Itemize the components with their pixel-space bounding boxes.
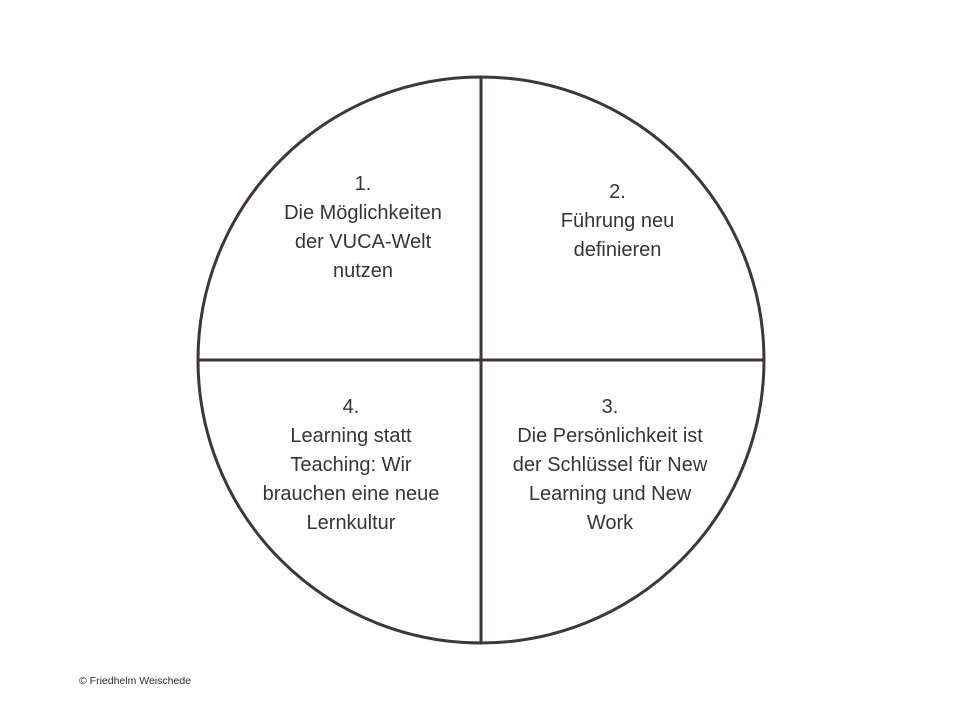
copyright-notice: © Friedhelm Weischede [79,675,192,687]
quadrant-2-number: 2. [609,181,626,203]
quadrant-1-number: 1. [354,173,372,195]
quadrant-2: 2. Führung neu definieren [530,178,705,265]
quadrant-4-number: 4. [342,396,360,418]
quadrant-3-label: Die Persönlichkeit ist der Schlüssel für… [512,425,708,534]
quadrant-3-number: 3. [601,396,619,418]
quadrant-1-label: Die Möglichkeiten der VUCA-Welt nutzen [284,202,442,282]
quadrant-3: 3. Die Persönlichkeit ist der Schlüssel … [497,393,723,538]
quadrant-4: 4. Learning statt Teaching: Wir brauchen… [246,393,456,538]
quadrant-2-label: Führung neu definieren [560,210,675,261]
quadrant-1: 1. Die Möglichkeiten der VUCA-Welt nutze… [258,170,468,286]
quadrant-4-label: Learning statt Teaching: Wir brauchen ei… [262,425,440,534]
